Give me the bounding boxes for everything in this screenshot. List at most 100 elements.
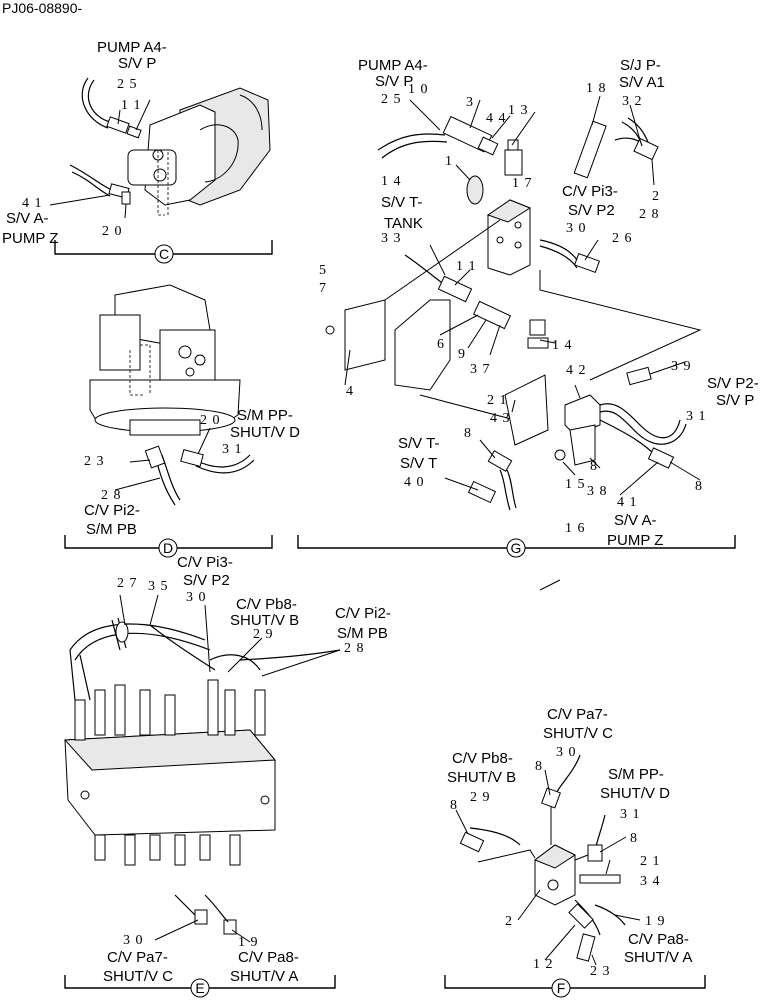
part-number: 3 1 <box>222 442 243 457</box>
part-number: 1 7 <box>512 176 533 191</box>
part-number: 1 4 <box>552 338 573 353</box>
label: SHUT/V D <box>230 424 300 441</box>
part-number: 2 <box>652 189 660 204</box>
view-e: C/V Pi3- S/V P2 2 7 3 5 3 0 C/V Pb8- SHU… <box>63 554 391 998</box>
label: S/V P <box>716 392 754 409</box>
part-number: 1 8 <box>586 81 607 96</box>
label: S/V T <box>400 455 437 472</box>
view-id: F <box>557 980 566 996</box>
label: S/V P2- <box>707 375 759 392</box>
part-number: 4 1 <box>22 196 43 211</box>
view-marker-c <box>154 244 174 264</box>
part-number: 1 9 <box>238 935 259 950</box>
part-number: 8 <box>695 479 703 494</box>
part-number: 2 5 <box>117 77 138 92</box>
part-number: 8 <box>450 798 458 813</box>
view-c: PUMP A4- S/V P 2 5 1 1 4 1 S/V A- PUMP Z… <box>2 39 273 264</box>
part-number: 9 <box>458 347 466 362</box>
part-number: 8 <box>630 831 638 846</box>
view-marker-e <box>190 978 210 998</box>
view-marker-f <box>551 978 571 998</box>
label: PUMP A4- <box>358 57 428 74</box>
label: SHUT/V C <box>543 725 613 742</box>
part-number: 2 <box>505 914 513 929</box>
label: C/V Pa7- <box>107 949 168 966</box>
part-number: 3 0 <box>123 933 144 948</box>
part-number: 2 0 <box>102 224 123 239</box>
label: PUMP Z <box>2 230 58 247</box>
control-valve <box>63 679 277 866</box>
label: S/M PB <box>86 521 137 538</box>
label: S/V T- <box>398 435 439 452</box>
part-number: 2 9 <box>253 627 274 642</box>
part-number: 3 1 <box>686 409 707 424</box>
part-number: 2 3 <box>84 454 105 469</box>
label: S/V P2 <box>183 572 230 589</box>
part-number: 7 <box>319 281 327 296</box>
part-number: 3 3 <box>381 231 402 246</box>
label: C/V Pb8- <box>452 750 513 767</box>
part-number: 5 <box>319 263 327 278</box>
part-number: 3 5 <box>148 579 169 594</box>
label: SHUT/V A <box>624 949 692 966</box>
part-number: 4 1 <box>617 495 638 510</box>
view-id: C <box>159 246 169 262</box>
label: S/V A- <box>6 210 49 227</box>
part-number: 3 <box>466 95 474 110</box>
label: SHUT/V C <box>103 968 173 985</box>
view-marker-g <box>506 538 526 558</box>
part-number: 4 2 <box>566 363 587 378</box>
part-number: 8 <box>535 759 543 774</box>
part-number: 3 2 <box>622 94 643 109</box>
part-number: 2 0 <box>200 413 221 428</box>
label: C/V Pa8- <box>628 931 689 948</box>
label: S/V A- <box>614 512 657 529</box>
label: S/J P- <box>620 57 661 74</box>
label: PUMP A4- <box>97 39 167 56</box>
part-number: 6 <box>437 337 445 352</box>
view-id: G <box>511 540 522 556</box>
label: C/V Pi2- <box>335 605 391 622</box>
part-number: 1 3 <box>508 103 529 118</box>
part-number: 3 1 <box>620 807 641 822</box>
label: TANK <box>384 215 423 232</box>
part-number: 3 0 <box>566 221 587 236</box>
view-marker-d <box>158 538 178 558</box>
part-number: 8 <box>590 459 598 474</box>
part-number: 2 3 <box>590 964 611 979</box>
label: C/V Pi2- <box>84 502 140 519</box>
part-number: 3 7 <box>470 362 491 377</box>
part-number: 1 <box>445 154 453 169</box>
label: SHUT/V B <box>230 612 299 629</box>
view-g: PUMP A4- S/V P 2 5 1 0 3 4 4 1 3 S/J P- … <box>297 57 759 591</box>
label: C/V Pi3- <box>177 554 233 571</box>
label: S/M PP- <box>608 766 664 783</box>
connector-line <box>539 270 702 381</box>
part-number: 3 8 <box>587 484 608 499</box>
label: S/V T- <box>381 194 422 211</box>
part-number: 2 8 <box>344 641 365 656</box>
motor-drawing <box>89 284 241 436</box>
part-number: 4 <box>346 384 354 399</box>
part-number: 2 8 <box>101 488 122 503</box>
label: C/V Pi3- <box>562 183 618 200</box>
part-number: 1 0 <box>408 82 429 97</box>
part-number: 4 4 <box>486 111 507 126</box>
label: S/M PP- <box>237 407 293 424</box>
label: SHUT/V D <box>600 785 670 802</box>
view-id: D <box>163 540 173 556</box>
label: C/V Pb8- <box>236 596 297 613</box>
label: S/M PB <box>337 625 388 642</box>
view-d: S/M PP- SHUT/V D 2 0 3 1 2 3 2 8 C/V Pi2… <box>64 284 300 558</box>
part-number: 1 6 <box>565 521 586 536</box>
label: PUMP Z <box>607 532 663 549</box>
part-number: 2 5 <box>381 92 402 107</box>
label: S/V A1 <box>619 74 665 91</box>
label: C/V Pa8- <box>238 949 299 966</box>
part-number: 3 4 <box>640 874 661 889</box>
diagram-code: PJ06-08890- <box>2 0 83 16</box>
label: SHUT/V B <box>447 769 516 786</box>
part-number: 1 4 <box>381 174 402 189</box>
part-number: 1 1 <box>121 98 142 113</box>
